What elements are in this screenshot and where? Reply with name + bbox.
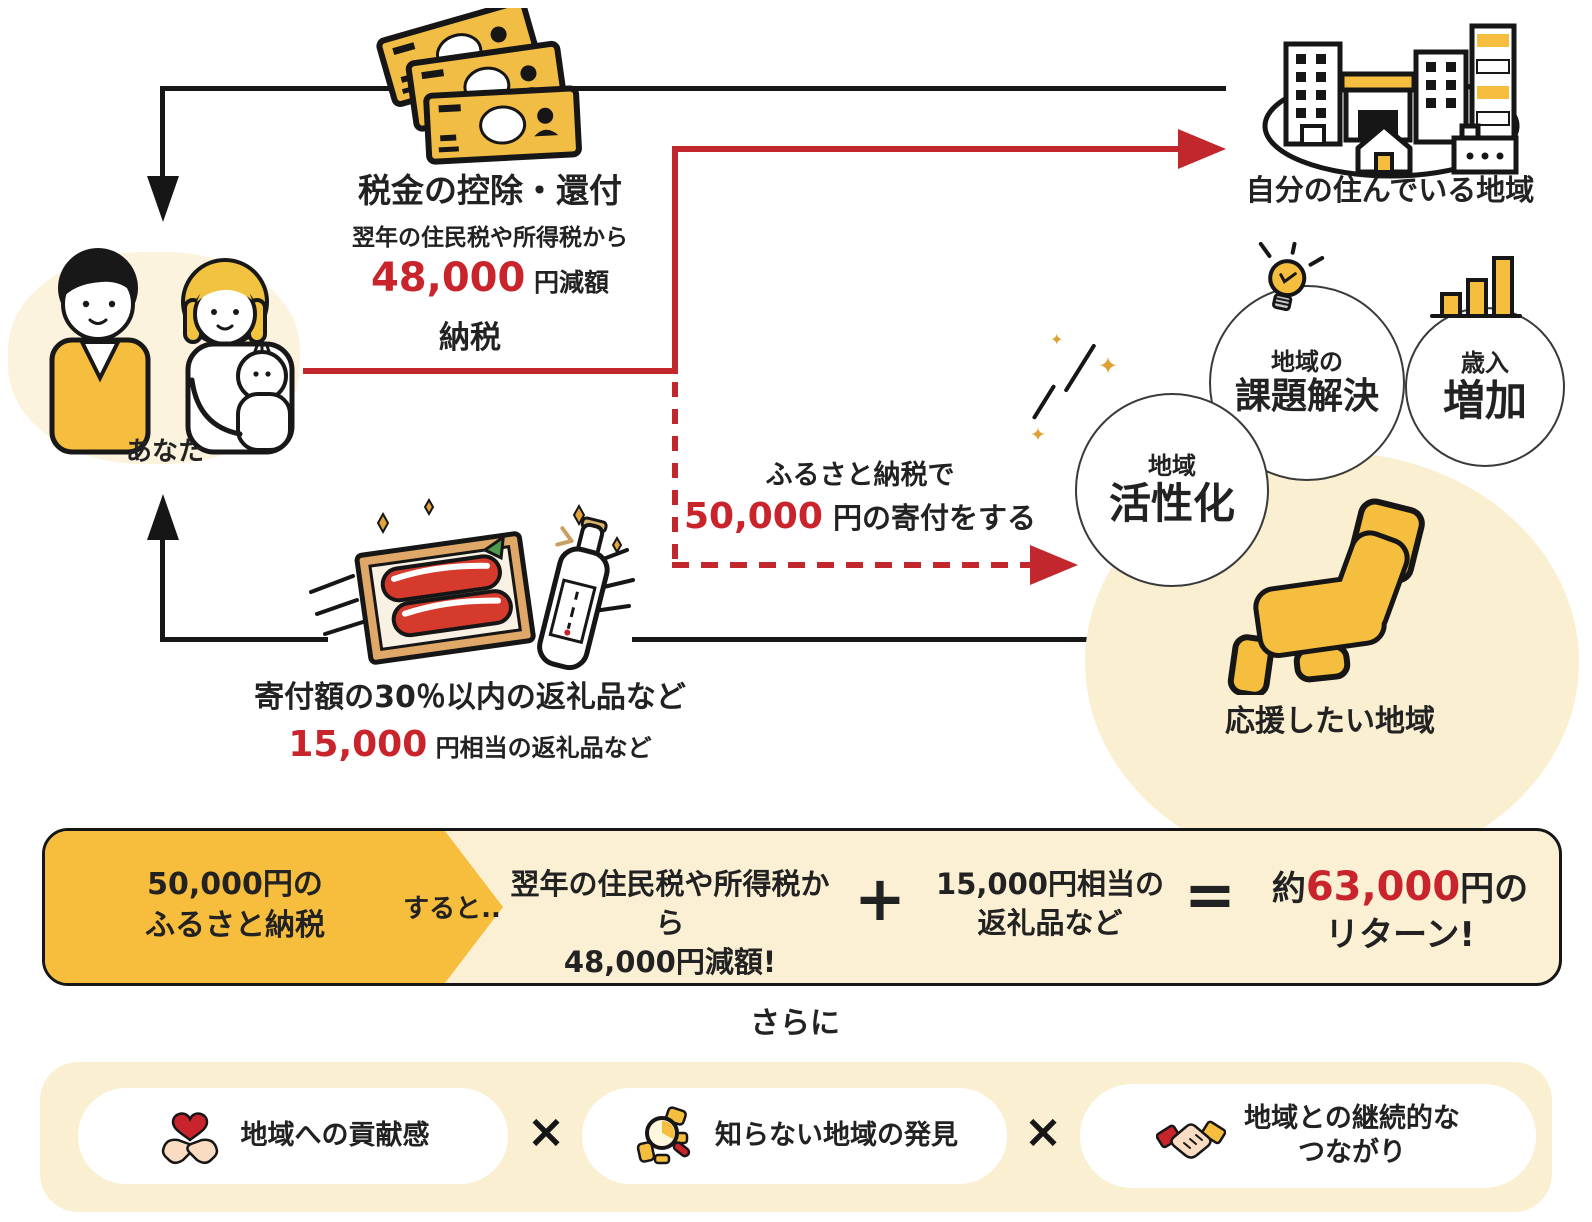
donation-line1: ふるさと納税で	[765, 460, 955, 491]
benefit-connection-line1: 地域との継続的な	[1244, 1103, 1460, 1135]
effect-vitalize-main: 活性化	[1108, 478, 1235, 528]
gift-arrowhead-icon	[147, 494, 179, 540]
benefit-pill-connection: 地域との継続的な つながり	[1080, 1084, 1536, 1188]
benefit-connection-label: 地域との継続的な つながり	[1244, 1102, 1460, 1170]
tax-refund-amount-unit: 円減額	[534, 268, 610, 297]
gift-rest: 円相当の返礼品など	[435, 734, 652, 762]
gift-line-v	[160, 536, 165, 642]
sparkle-icon	[1063, 343, 1097, 393]
donation-dash-h	[672, 562, 1038, 568]
tax-refund-amount-line: 48,000 円減額	[320, 252, 660, 304]
you-label: あなた	[125, 437, 204, 467]
gift-line1: 寄付額の30％以内の返礼品など	[254, 680, 686, 715]
banner-step1-line2: ふるさと納税	[145, 907, 325, 943]
gift-line-h2	[632, 637, 1100, 642]
refund-flow-line-v	[160, 86, 165, 178]
banner-suruto: すると..	[403, 894, 501, 924]
donation-rest: 円の寄付をする	[833, 501, 1037, 535]
donation-arrowhead-icon	[1030, 545, 1078, 585]
tax-refund-amount: 48,000	[370, 255, 526, 301]
effect-revenue-main: 増加	[1442, 375, 1527, 425]
banner-step3-line1: 15,000円相当の	[936, 867, 1164, 901]
effect-vitalize-top: 地域	[1148, 452, 1196, 481]
banner-result-suffix: 円の	[1460, 869, 1529, 909]
banner-step1-line1: 50,000円の	[147, 867, 323, 902]
banner-result-line1: 約63,000円の	[1250, 861, 1550, 913]
tax-refund-subtitle: 翌年の住民税や所得税から	[352, 225, 628, 251]
sparkle-icon: ✦	[1030, 424, 1046, 446]
banner-chevron	[45, 831, 503, 983]
nozei-label: 納税	[439, 320, 501, 356]
money-bills-icon	[330, 8, 650, 176]
benefit-connection-line2: つながり	[1297, 1137, 1406, 1168]
further-heading: さらに	[750, 1006, 840, 1041]
banner-plus: +	[854, 862, 906, 935]
gift-box-icon	[309, 497, 635, 671]
benefit-pill-contribution: 地域への貢献感	[78, 1088, 508, 1184]
family-illustration	[49, 248, 295, 455]
donation-dash-v	[672, 382, 678, 564]
effect-solve-main: 課題解決	[1234, 376, 1379, 417]
effect-circle-revenue: 歳入 増加	[1405, 307, 1565, 467]
summary-banner: 50,000円の ふるさと納税 すると.. 翌年の住民税や所得税から 48,00…	[42, 828, 1562, 986]
support-region-label: 応援したい地域	[1225, 704, 1435, 739]
multiply-sign: ×	[1023, 1104, 1063, 1158]
benefits-strip: 地域への貢献感 × 知らない地域の発見 ×	[40, 1062, 1552, 1212]
nozei-arrowhead-icon	[1178, 129, 1226, 169]
benefit-pill-discovery: 知らない地域の発見	[582, 1088, 1007, 1184]
gift-line-h1	[160, 637, 328, 642]
donation-line2: 50,000 円の寄付をする	[650, 494, 1070, 541]
banner-step2-line1: 翌年の住民税や所得税から	[510, 867, 830, 941]
city-icon	[1262, 23, 1520, 179]
lightbulb-icon	[1258, 242, 1325, 312]
home-region-label: 自分の住んでいる地域	[1245, 173, 1535, 207]
effect-revenue-top: 歳入	[1461, 349, 1509, 378]
donation-amount: 50,000	[683, 496, 823, 537]
banner-result-line2: リターン!	[1325, 915, 1475, 955]
effect-solve-top: 地域の	[1271, 348, 1343, 377]
banner-result: 約63,000円の リターン!	[1250, 861, 1550, 957]
multiply-sign: ×	[526, 1104, 566, 1158]
banner-step2: 翌年の住民税や所得税から 48,000円減額!	[500, 865, 840, 982]
effect-circle-vitalization: 地域 活性化	[1075, 393, 1269, 587]
banner-result-prefix: 約	[1271, 869, 1306, 909]
banner-step1: 50,000円の ふるさと納税	[65, 865, 405, 946]
nozei-line-h2	[672, 146, 1180, 152]
benefit-contribution-label: 地域への貢献感	[240, 1120, 430, 1152]
sparkle-icon: ✦	[1098, 352, 1119, 380]
refund-flow-line-h	[160, 86, 1226, 91]
gift-amount: 15,000	[288, 724, 428, 765]
refund-arrowhead-icon	[147, 176, 179, 222]
benefit-discovery-label: 知らない地域の発見	[715, 1120, 958, 1152]
bar-chart-icon	[1430, 256, 1522, 318]
heart-hands-icon	[161, 1112, 218, 1164]
sparkle-icon	[1031, 383, 1057, 421]
nozei-line-v	[672, 146, 678, 374]
banner-step3: 15,000円相当の 返礼品など	[925, 865, 1175, 943]
banner-step2-line2: 48,000円減額!	[563, 945, 777, 980]
magnifier-map-icon	[636, 1106, 691, 1165]
sparkle-icon: ✦	[1050, 330, 1064, 349]
tax-refund-title: 税金の控除・還付	[358, 171, 622, 210]
handshake-icon	[1156, 1120, 1227, 1159]
gift-line2: 15,000 円相当の返礼品など	[265, 722, 675, 769]
banner-step3-line2: 返礼品など	[977, 906, 1123, 941]
banner-equals: =	[1184, 858, 1236, 931]
nozei-line-h1	[303, 368, 678, 374]
japan-map-icon	[1227, 498, 1425, 695]
banner-result-amount: 63,000	[1305, 864, 1461, 910]
